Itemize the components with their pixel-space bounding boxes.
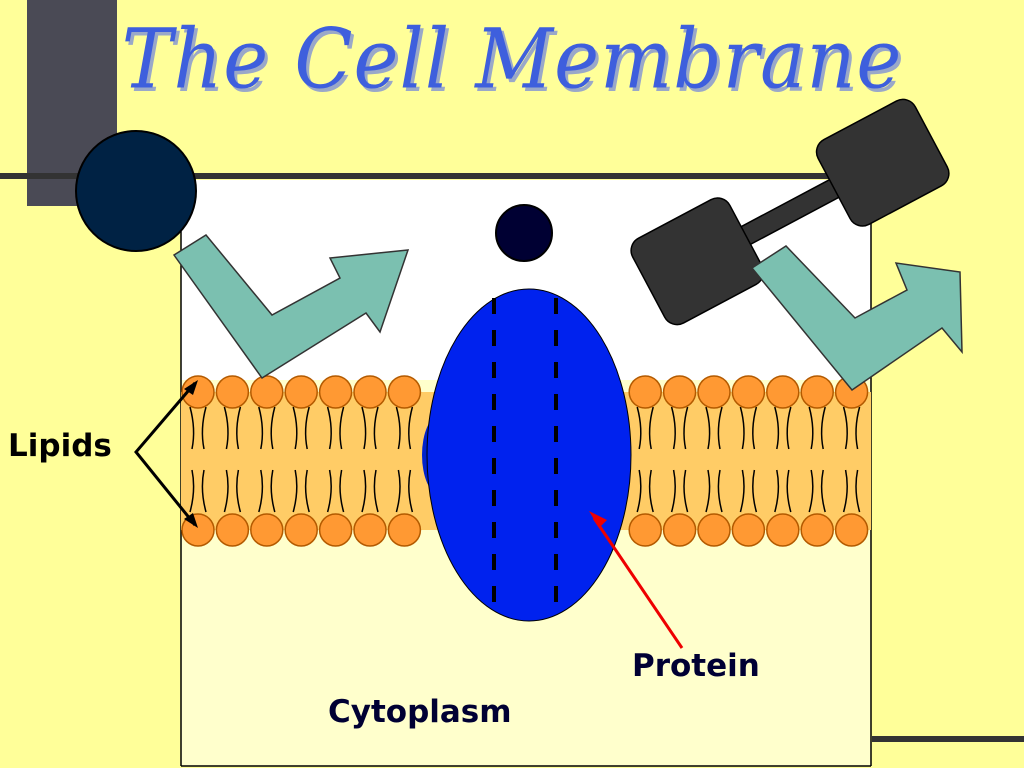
lipid-tail <box>636 406 654 450</box>
lipid-head-top <box>731 375 766 409</box>
protein-pointer <box>592 517 684 649</box>
lipid-head-bottom <box>284 513 318 547</box>
lipids-pointer <box>134 382 197 526</box>
lipid-head-bottom <box>834 513 869 547</box>
protein-body <box>426 288 632 622</box>
dumbbell-molecule-icon <box>630 98 950 326</box>
lipid-head-bottom <box>662 513 697 547</box>
lipid-tail <box>189 406 207 450</box>
lipid-tail <box>739 406 758 450</box>
lipid-head-top <box>628 375 662 409</box>
lipid-tail <box>670 406 689 450</box>
lipid-tail <box>395 469 414 513</box>
decorative-line-top <box>0 173 948 179</box>
cytoplasm-label: Cytoplasm <box>328 694 512 730</box>
lipid-head-top <box>181 375 215 409</box>
decorative-line-bottom <box>872 736 1024 742</box>
lipid-tail <box>808 406 826 450</box>
lipid-head-top <box>318 375 353 409</box>
lipid-head-bottom <box>250 513 284 547</box>
lipid-head-bottom <box>697 513 731 547</box>
lipid-tail <box>774 469 792 513</box>
lipid-tail <box>292 469 310 513</box>
lipid-tail <box>636 469 654 513</box>
lipid-head-bottom <box>353 513 387 547</box>
lipid-tail <box>189 469 207 513</box>
lipid-head-top <box>215 375 250 409</box>
lipid-head-top <box>662 375 697 409</box>
lipid-tail <box>808 469 826 513</box>
lipids-pointer-head-top <box>184 380 198 395</box>
lipid-head-bottom <box>215 513 250 547</box>
lipid-tail <box>705 406 723 450</box>
lipid-tail <box>670 469 689 513</box>
round-molecule-icon <box>75 130 197 252</box>
lipid-head-top <box>250 375 284 409</box>
lipid-tail <box>842 469 861 513</box>
lipid-head-bottom <box>628 513 662 547</box>
membrane-protein <box>422 288 632 622</box>
lipid-head-bottom <box>731 513 766 547</box>
transport-arrow-icon <box>172 234 410 380</box>
lipid-head-top <box>766 375 800 409</box>
lipid-tail <box>223 469 242 513</box>
lipid-tail <box>326 469 345 513</box>
lipid-head-top <box>353 375 387 409</box>
lipid-tail <box>842 406 861 450</box>
lipid-head-top <box>800 375 834 409</box>
lipid-tail <box>326 406 345 450</box>
lipid-tail <box>739 469 758 513</box>
lipid-tail <box>361 406 379 450</box>
small-molecule-icon <box>495 204 553 262</box>
lipid-tail <box>223 406 242 450</box>
lipid-head-top <box>284 375 318 409</box>
lipid-head-bottom <box>800 513 834 547</box>
transport-arrow-icon <box>750 245 963 392</box>
lipids-label: Lipids <box>8 428 112 464</box>
lipid-head-bottom <box>387 513 422 547</box>
lipid-tail <box>361 469 379 513</box>
lipid-tail <box>258 469 276 513</box>
protein-label: Protein <box>632 648 760 684</box>
lipid-head-top <box>387 375 422 409</box>
lipid-tail <box>774 406 792 450</box>
lipids-pointer-head-bottom <box>184 513 198 528</box>
protein-pointer-head <box>589 511 607 528</box>
lipid-head-bottom <box>766 513 800 547</box>
slide-title: The Cell Membrane <box>121 10 903 108</box>
lipid-tail <box>258 406 276 450</box>
lipid-tail <box>395 406 414 450</box>
lipid-tail <box>292 406 310 450</box>
lipid-head-bottom <box>318 513 353 547</box>
lipid-head-top <box>697 375 731 409</box>
lipid-tail <box>705 469 723 513</box>
